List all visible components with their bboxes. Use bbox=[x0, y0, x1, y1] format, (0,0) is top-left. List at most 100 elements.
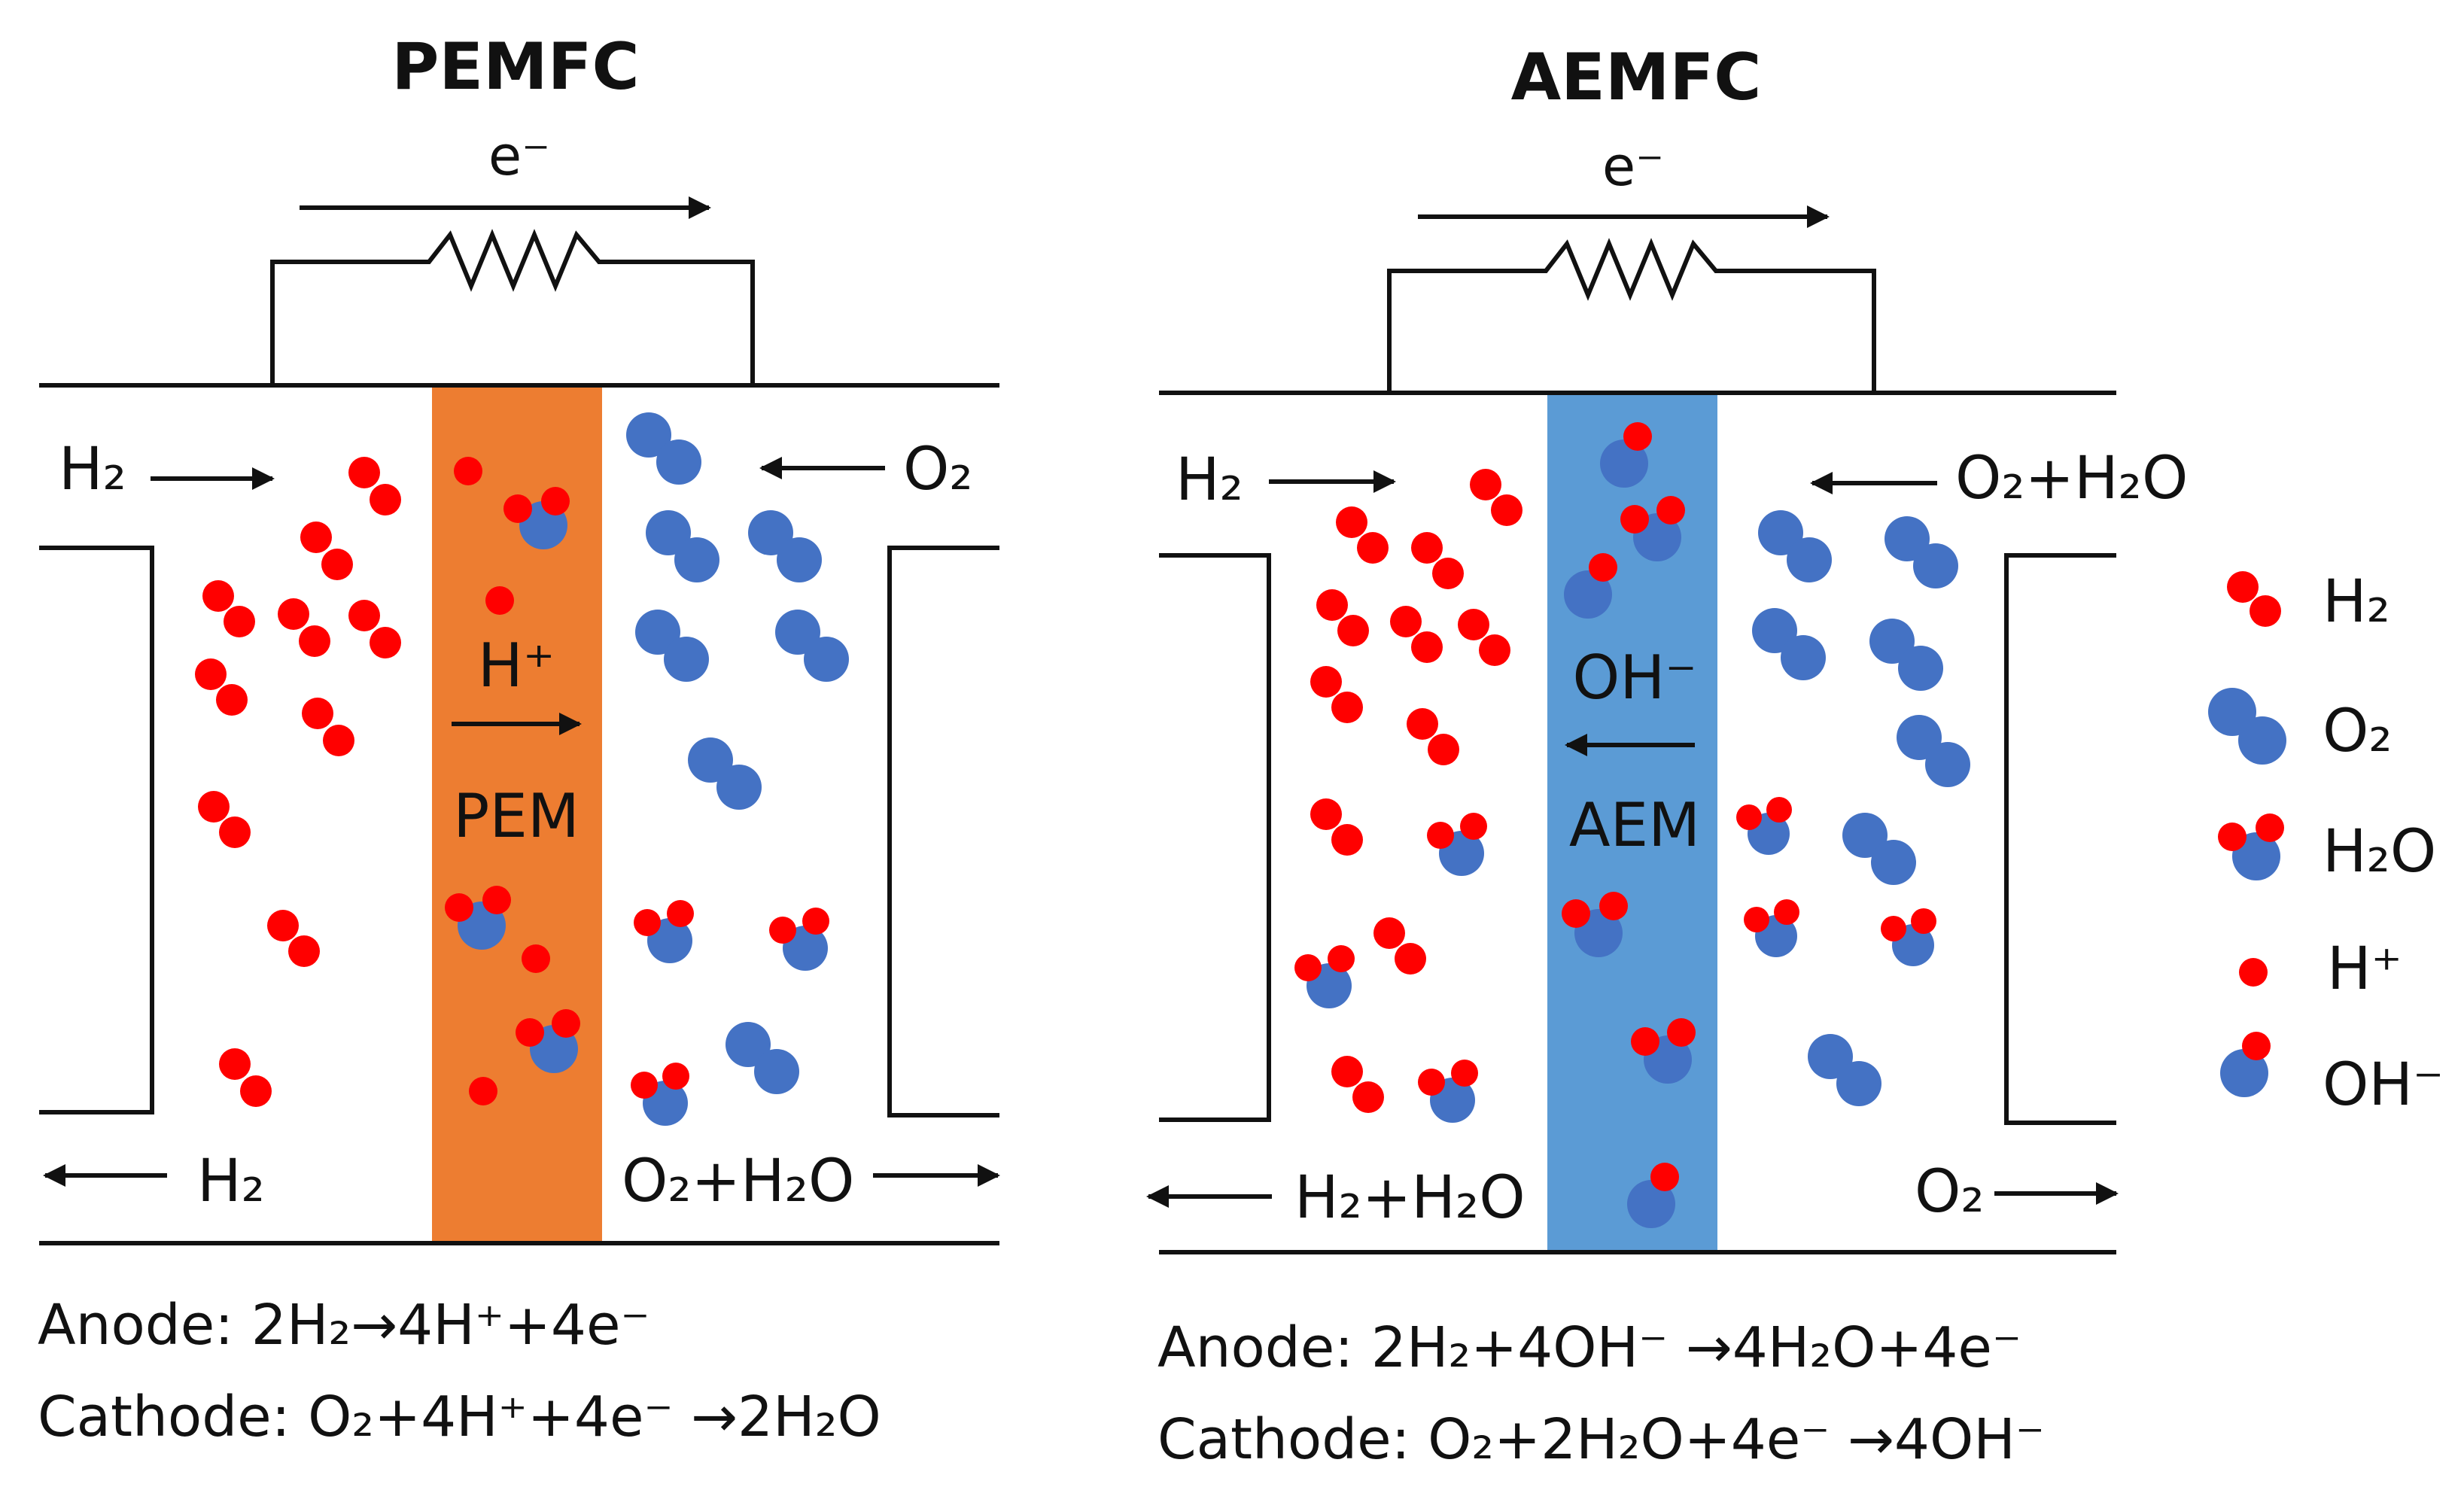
aemfc-inlet-right-label: O₂+H₂O bbox=[1955, 445, 2188, 512]
aemfc-membrane-label: AEM bbox=[1569, 790, 1700, 860]
pemfc-electron-label: e⁻ bbox=[488, 124, 550, 187]
legend-item-h-plus: H⁺ bbox=[2239, 935, 2402, 1003]
oxygen-molecule-icon bbox=[726, 1022, 799, 1094]
hydrogen-molecule-icon bbox=[1458, 609, 1510, 666]
aemfc-inlet-left-label: H₂ bbox=[1176, 446, 1243, 514]
legend-item-h2: H₂ bbox=[2227, 568, 2390, 636]
water-molecule-icon bbox=[445, 886, 511, 950]
water-molecule-icon bbox=[1881, 908, 1936, 966]
legend-label-h-plus: H⁺ bbox=[2327, 935, 2402, 1003]
hydrogen-molecule-icon bbox=[1407, 708, 1459, 765]
aemfc-resistor-circuit bbox=[1387, 238, 1876, 391]
oxygen-molecule-icon bbox=[1842, 813, 1916, 885]
legend: H₂ O₂ H₂O H⁺ OH⁻ bbox=[2208, 568, 2444, 1119]
aemfc-title: AEMFC bbox=[1511, 40, 1762, 115]
hydrogen-molecule-icon bbox=[1310, 666, 1363, 723]
legend-label-oh-minus: OH⁻ bbox=[2323, 1051, 2444, 1119]
aemfc-ion-label: OH⁻ bbox=[1572, 643, 1696, 713]
pemfc-cathode-molecules bbox=[626, 412, 849, 1126]
hydrogen-molecule-icon bbox=[1316, 589, 1369, 646]
pem-membrane bbox=[432, 387, 602, 1243]
oxygen-molecule-icon bbox=[688, 737, 762, 810]
pemfc-title: PEMFC bbox=[391, 29, 639, 105]
pemfc-outlet-left-label: H₂ bbox=[197, 1148, 265, 1215]
proton-icon bbox=[469, 1077, 497, 1105]
legend-label-o2: O₂ bbox=[2323, 698, 2393, 765]
water-molecule-icon bbox=[1620, 496, 1685, 561]
hydrogen-molecule-icon bbox=[198, 791, 251, 848]
pemfc-membrane-species bbox=[445, 457, 580, 1105]
pemfc-anode-equation: Anode: 2H₂→4H⁺+4e⁻ bbox=[38, 1293, 650, 1358]
pemfc-outlet-right-label: O₂+H₂O bbox=[622, 1148, 854, 1215]
hydrogen-molecule-icon bbox=[267, 910, 320, 967]
oxygen-molecule-icon bbox=[646, 510, 719, 582]
aemfc-outlet-right-label: O₂ bbox=[1915, 1158, 1985, 1226]
hydroxide-icon bbox=[1564, 553, 1617, 619]
aemfc-anode-equation: Anode: 2H₂+4OH⁻ →4H₂O+4e⁻ bbox=[1157, 1315, 2021, 1380]
pemfc-panel: PEMFC e⁻ H₂ O₂ H₂ O₂+H₂O H⁺ PEM Anode: 2… bbox=[38, 29, 1000, 1449]
proton-icon bbox=[2239, 958, 2268, 987]
water-molecule-icon bbox=[1744, 899, 1799, 957]
hydrogen-molecule-icon bbox=[1470, 469, 1523, 526]
hydrogen-molecule-icon bbox=[300, 522, 353, 580]
oxygen-molecule-icon bbox=[2208, 688, 2286, 765]
aemfc-anode-flow-channel bbox=[1159, 553, 1271, 1122]
aemfc-cathode-flow-channel bbox=[2004, 553, 2116, 1125]
hydrogen-molecule-icon bbox=[195, 658, 248, 716]
proton-icon bbox=[454, 457, 482, 485]
hydrogen-molecule-icon bbox=[1373, 917, 1426, 975]
hydroxide-icon bbox=[1600, 422, 1652, 488]
oxygen-molecule-icon bbox=[1885, 516, 1958, 588]
aemfc-electron-label: e⁻ bbox=[1602, 135, 1664, 198]
hydrogen-molecule-icon bbox=[2227, 571, 2281, 627]
water-molecule-icon bbox=[516, 1009, 580, 1073]
aemfc-membrane-species bbox=[1562, 422, 1696, 1228]
pemfc-anode-molecules bbox=[195, 457, 401, 1107]
oxygen-molecule-icon bbox=[626, 412, 701, 485]
aemfc-outlet-left-label: H₂+H₂O bbox=[1294, 1164, 1526, 1232]
oxygen-molecule-icon bbox=[1808, 1034, 1881, 1106]
water-molecule-icon bbox=[1736, 797, 1792, 855]
legend-item-oh-minus: OH⁻ bbox=[2220, 1032, 2444, 1119]
hydrogen-molecule-icon bbox=[278, 598, 330, 657]
hydrogen-molecule-icon bbox=[348, 457, 401, 515]
water-molecule-icon bbox=[769, 908, 829, 971]
water-molecule-icon bbox=[631, 1063, 689, 1126]
hydrogen-molecule-icon bbox=[1310, 798, 1363, 856]
hydrogen-molecule-icon bbox=[348, 600, 401, 658]
hydrogen-molecule-icon bbox=[302, 698, 354, 756]
oxygen-molecule-icon bbox=[775, 610, 849, 682]
legend-item-h2o: H₂O bbox=[2218, 813, 2436, 886]
aemfc-panel: AEMFC e⁻ H₂ O₂+H₂O H₂+H₂O O₂ OH⁻ AEM Ano… bbox=[1146, 40, 2188, 1472]
legend-item-o2: O₂ bbox=[2208, 688, 2393, 765]
water-molecule-icon bbox=[1294, 945, 1355, 1008]
water-molecule-icon bbox=[503, 487, 570, 549]
pemfc-inlet-right-label: O₂ bbox=[903, 436, 973, 503]
hydrogen-molecule-icon bbox=[1390, 606, 1443, 663]
oxygen-molecule-icon bbox=[1869, 619, 1943, 691]
pemfc-membrane-label: PEM bbox=[453, 781, 579, 851]
oxygen-molecule-icon bbox=[1897, 715, 1970, 787]
aem-membrane bbox=[1547, 394, 1717, 1252]
oxygen-molecule-icon bbox=[1758, 510, 1832, 582]
water-molecule-icon bbox=[1427, 813, 1487, 876]
oxygen-molecule-icon bbox=[748, 510, 822, 582]
hydroxide-icon bbox=[1627, 1163, 1679, 1228]
oxygen-molecule-icon bbox=[1752, 608, 1826, 680]
hydrogen-molecule-icon bbox=[202, 580, 255, 637]
pemfc-anode-flow-channel bbox=[39, 546, 154, 1114]
aemfc-anode-molecules bbox=[1294, 469, 1523, 1123]
legend-label-h2: H₂ bbox=[2323, 568, 2390, 636]
hydrogen-molecule-icon bbox=[1331, 1056, 1384, 1113]
hydrogen-molecule-icon bbox=[1411, 532, 1464, 589]
water-molecule-icon bbox=[634, 900, 694, 963]
water-molecule-icon bbox=[1418, 1060, 1478, 1123]
pemfc-cathode-flow-channel bbox=[887, 546, 999, 1118]
hydrogen-molecule-icon bbox=[219, 1048, 272, 1107]
oxygen-molecule-icon bbox=[635, 610, 709, 682]
aemfc-cathode-equation: Cathode: O₂+2H₂O+4e⁻ →4OH⁻ bbox=[1157, 1407, 2045, 1472]
pemfc-resistor-circuit bbox=[270, 229, 755, 384]
water-molecule-icon bbox=[1562, 892, 1628, 957]
pemfc-inlet-left-label: H₂ bbox=[59, 436, 126, 503]
hydroxide-icon bbox=[2220, 1032, 2271, 1097]
